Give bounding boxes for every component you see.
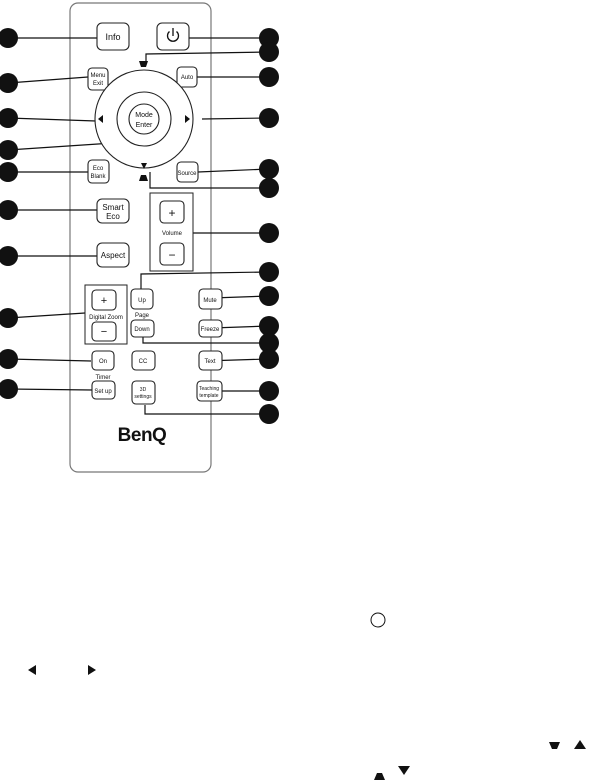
zoom-out-button[interactable]: − <box>91 321 117 342</box>
power-button[interactable] <box>156 22 190 51</box>
svg-text:Info: Info <box>105 32 120 42</box>
aspect-button[interactable]: Aspect <box>96 242 130 268</box>
callouts-left <box>0 28 18 399</box>
page-down-button[interactable]: Down <box>130 319 155 338</box>
keystone-down-icon <box>549 742 560 749</box>
svg-text:Eco: Eco <box>106 212 120 221</box>
svg-text:settings: settings <box>134 394 152 400</box>
svg-text:Exit: Exit <box>93 81 103 87</box>
svg-text:+: + <box>101 295 107 307</box>
arrow-down-icon <box>141 163 147 169</box>
keystone-down-icon <box>139 175 148 181</box>
keystone-up-icon <box>139 61 148 67</box>
zoom-in-button[interactable]: + <box>91 289 117 311</box>
svg-text:template: template <box>199 393 218 399</box>
svg-text:Mute: Mute <box>203 298 217 304</box>
info-button[interactable]: Info <box>96 22 130 51</box>
svg-text:+: + <box>168 206 175 220</box>
page-up-button[interactable]: Up <box>130 288 154 310</box>
digital-zoom-label: Digital Zoom <box>89 315 123 321</box>
timer-setup-button[interactable]: Set up <box>91 380 116 400</box>
svg-text:On: On <box>99 359 107 365</box>
svg-text:Text: Text <box>204 359 215 365</box>
leader-lines <box>7 37 269 415</box>
freeze-button[interactable]: Freeze <box>198 319 223 338</box>
svg-text:Mode: Mode <box>135 112 153 119</box>
arrow-down-icon <box>398 766 410 775</box>
arrow-right-icon <box>185 115 190 123</box>
auto-button[interactable]: Auto <box>176 66 198 88</box>
timer-on-button[interactable]: On <box>91 350 115 371</box>
svg-text:Source: Source <box>177 171 197 177</box>
svg-text:Aspect: Aspect <box>101 251 126 260</box>
mute-button[interactable]: Mute <box>198 288 223 310</box>
callouts-right <box>259 28 279 424</box>
arrow-left-icon <box>98 115 103 123</box>
3d-settings-button[interactable]: 3D settings <box>131 380 156 405</box>
svg-text:Smart: Smart <box>102 203 124 212</box>
smart-eco-button[interactable]: Smart Eco <box>96 198 130 224</box>
svg-text:3D: 3D <box>140 387 147 393</box>
svg-text:Blank: Blank <box>90 174 106 180</box>
page-label: Page <box>135 313 150 319</box>
svg-text:−: − <box>168 248 175 262</box>
power-icon <box>166 28 180 42</box>
digital-zoom-group <box>84 284 128 345</box>
svg-text:Up: Up <box>138 298 146 304</box>
svg-text:Eco: Eco <box>93 166 104 172</box>
eco-blank-button[interactable]: Eco Blank <box>87 159 110 184</box>
keystone-up-icon <box>374 773 385 780</box>
svg-text:Teaching: Teaching <box>199 386 219 392</box>
svg-text:Auto: Auto <box>181 75 194 81</box>
svg-text:Set up: Set up <box>94 389 112 395</box>
volume-label: Volume <box>162 231 183 237</box>
arrow-up-icon <box>574 740 586 749</box>
cc-button[interactable]: CC <box>131 350 156 371</box>
svg-text:Menu: Menu <box>90 73 105 79</box>
arrow-right-icon <box>88 665 96 675</box>
text-button[interactable]: Text <box>198 350 223 371</box>
menu-exit-button[interactable]: Menu Exit <box>87 67 109 91</box>
svg-text:−: − <box>101 326 107 338</box>
arrow-left-icon <box>28 665 36 675</box>
source-button[interactable]: Source <box>176 161 199 183</box>
svg-text:Enter: Enter <box>136 122 153 129</box>
volume-group <box>149 192 194 272</box>
volume-down-button[interactable]: − <box>159 242 185 266</box>
timer-label: Timer <box>95 375 110 381</box>
mode-enter-button[interactable]: Mode Enter <box>128 103 160 135</box>
svg-text:CC: CC <box>139 359 148 365</box>
svg-text:Freeze: Freeze <box>201 327 220 333</box>
teaching-template-button[interactable]: Teaching template <box>196 380 223 402</box>
brand-logo: BenQ <box>118 425 167 446</box>
power-circle-icon <box>370 612 386 628</box>
volume-up-button[interactable]: + <box>159 200 185 224</box>
svg-text:Down: Down <box>134 327 149 333</box>
